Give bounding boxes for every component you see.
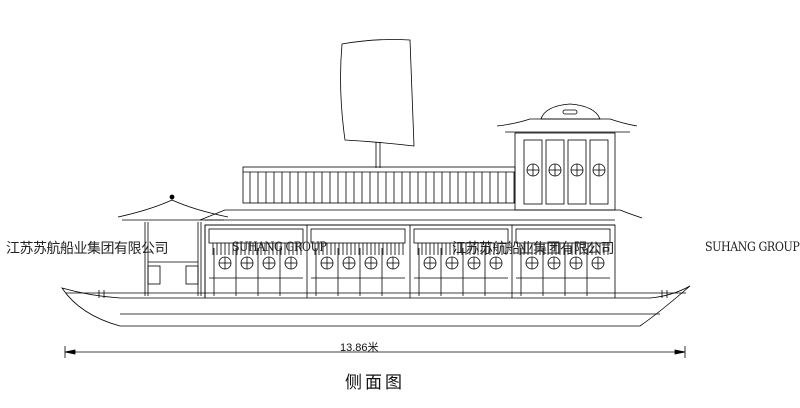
upper-deck-railing [242,166,516,204]
cabin-transom-panel [208,228,304,244]
cabin-transom-panel [310,228,406,244]
cabin-transom-panel [515,228,611,244]
watermark-company-cn: 江苏苏航船业集团有限公司 [6,241,169,257]
length-dimension-line [64,346,686,358]
hull [61,285,691,327]
cabin-roof [199,209,643,226]
bow-pavilion [117,194,229,296]
watermark-company-cn: 江苏苏航船业集团有限公司 [452,241,615,257]
drawing-title: 侧面图 [345,373,405,393]
sail [340,39,415,168]
watermark-company-en: SUHANG GROUP [705,240,800,255]
cabin-transom-panel [413,228,509,244]
stern-tower [496,103,638,211]
watermark-company-en: SUHANG GROUP [232,240,327,255]
length-dimension-label: 13.86米 [340,342,379,354]
main-cabin [204,224,616,301]
